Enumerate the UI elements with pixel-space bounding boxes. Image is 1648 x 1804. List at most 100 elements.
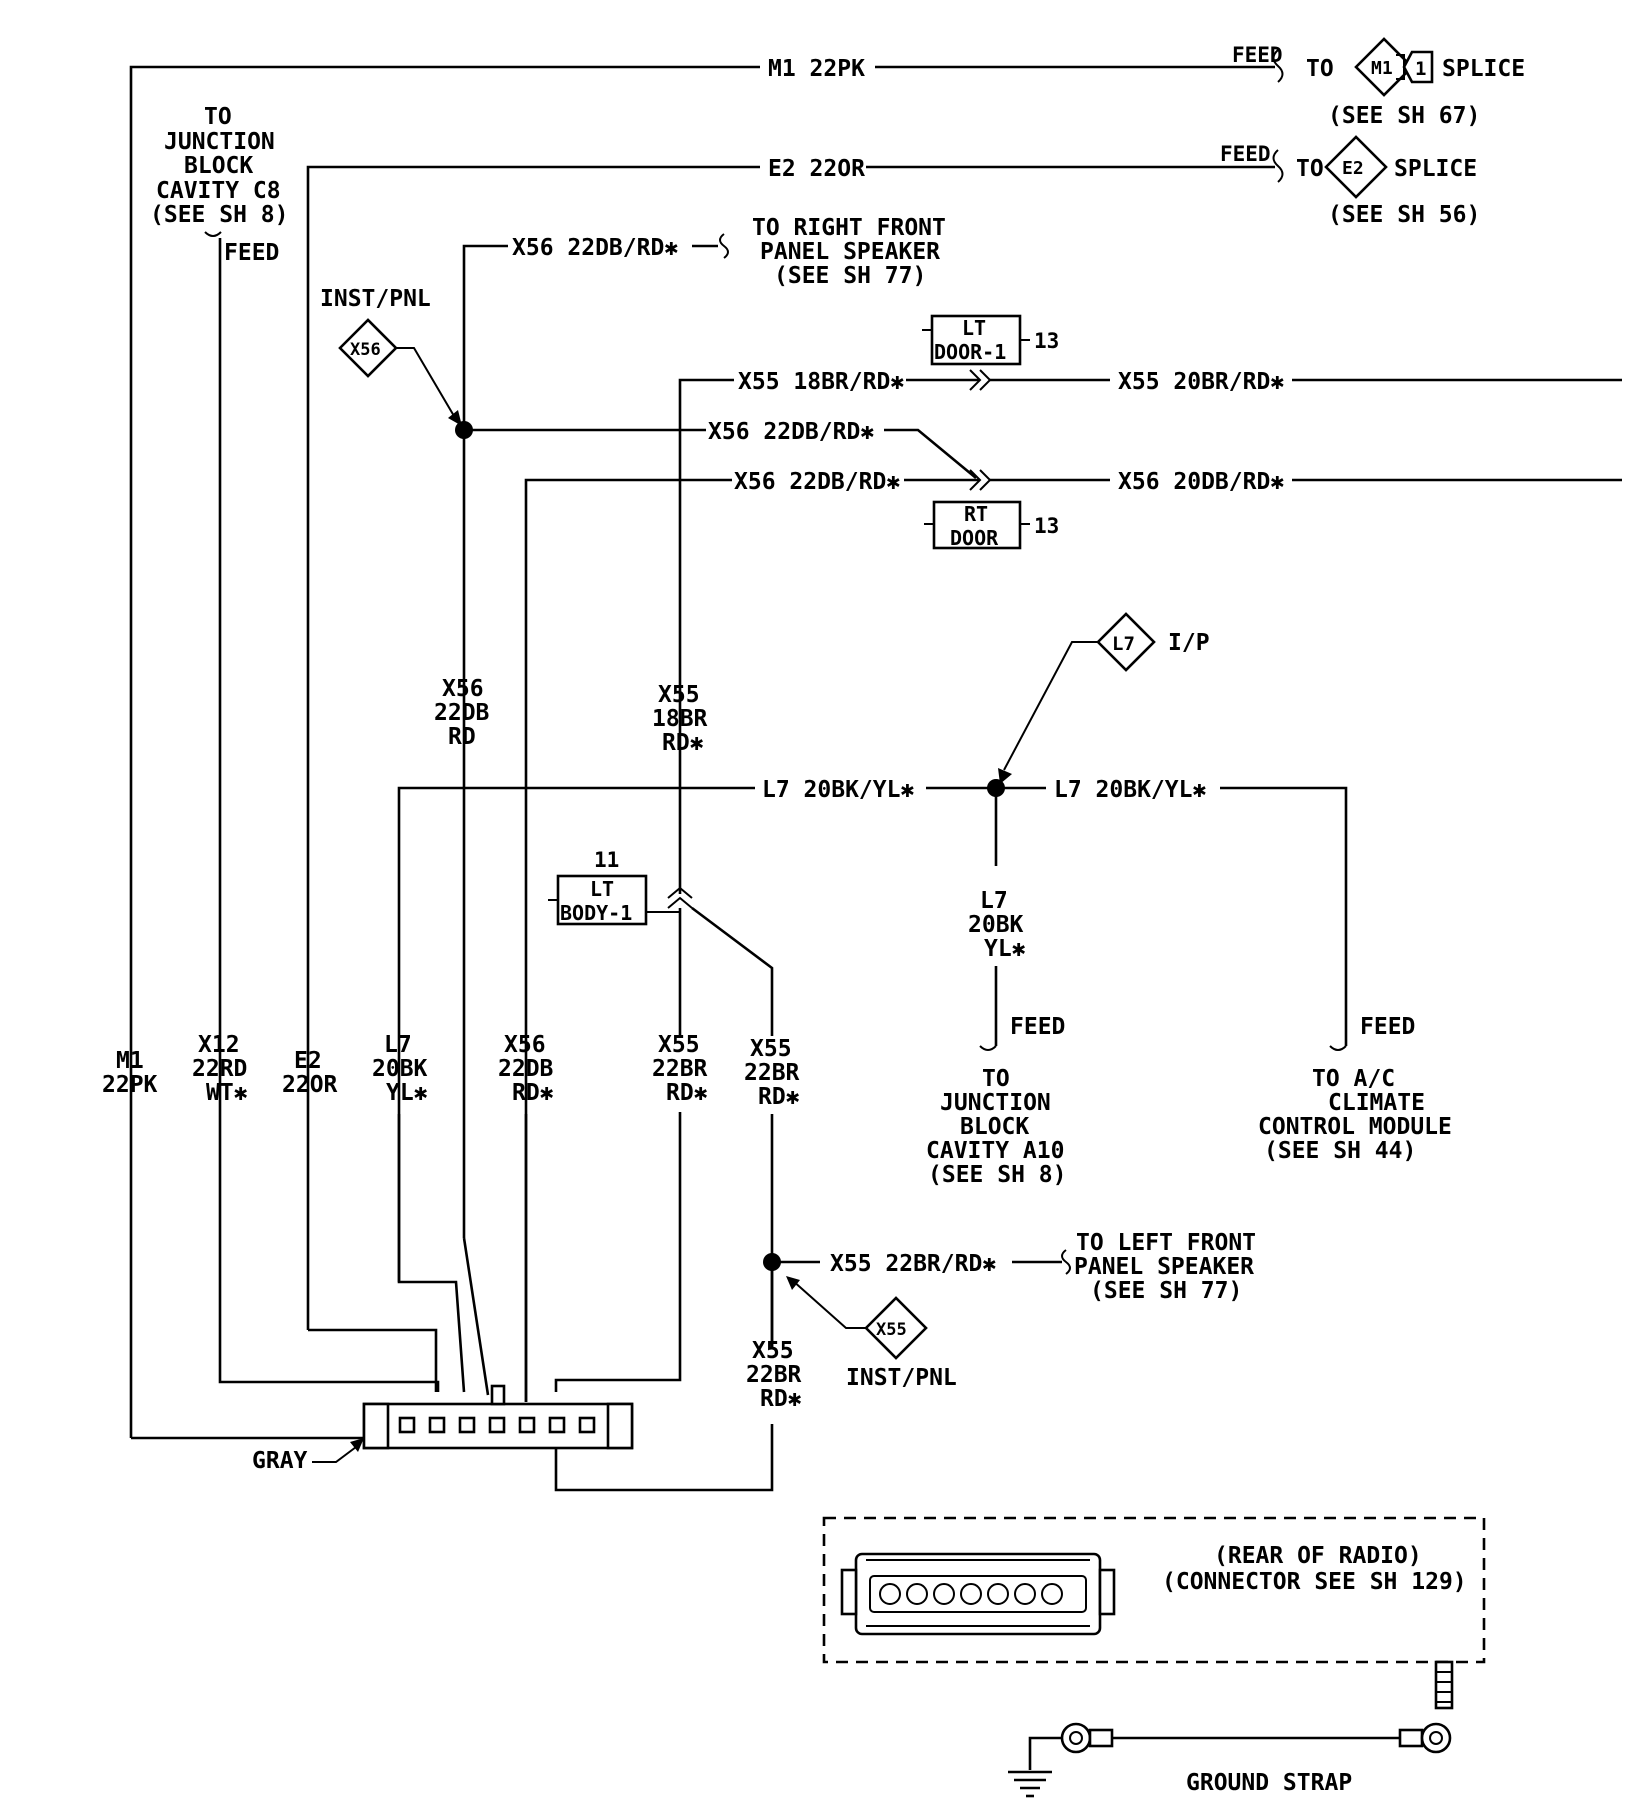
l7-right-wire-label: L7 20BK/YL✱	[1054, 777, 1206, 803]
svg-text:22PK: 22PK	[102, 1072, 158, 1098]
x55-18-wire: X55 18BR/RD✱ X55 20BR/RD✱	[678, 369, 1622, 702]
svg-text:YL✱: YL✱	[386, 1080, 428, 1106]
rt-door-connector: RT DOOR 13	[924, 500, 1059, 550]
x12-feed-label: FEED	[224, 240, 279, 266]
svg-text:TO: TO	[982, 1066, 1010, 1092]
x56-22b-wire-label: X56 22DB/RD✱	[734, 469, 900, 495]
svg-text:22DB: 22DB	[434, 700, 490, 726]
svg-text:BODY-1: BODY-1	[560, 901, 632, 925]
m1-feed: FEED TO M1 1 SPLICE (SEE SH 67)	[1232, 37, 1525, 129]
svg-text:RT: RT	[964, 502, 988, 526]
a10-feed-label: FEED	[1010, 1014, 1065, 1040]
x55a-bottom-run	[554, 1112, 682, 1392]
svg-text:DOOR-1: DOOR-1	[934, 340, 1006, 364]
e2-bottom-run	[308, 1328, 438, 1392]
l7-bottom-label: L7 20BK YL✱	[372, 1032, 428, 1106]
lt-door-connector: LT DOOR-1 13	[922, 314, 1059, 366]
x12-bottom-label: X12 22RD WT✱	[192, 1032, 248, 1106]
svg-text:TO RIGHT FRONT: TO RIGHT FRONT	[752, 215, 946, 241]
x56-bottom-label: X56 22DB RD✱	[498, 1032, 554, 1106]
inst-pnl-bottom-label: INST/PNL	[846, 1365, 957, 1391]
svg-text:CONTROL MODULE: CONTROL MODULE	[1258, 1114, 1452, 1140]
svg-text:PANEL SPEAKER: PANEL SPEAKER	[1074, 1254, 1254, 1280]
svg-text:BLOCK: BLOCK	[184, 153, 253, 179]
x12-wire	[218, 238, 440, 1392]
svg-text:X56: X56	[504, 1032, 546, 1058]
svg-text:X55: X55	[752, 1338, 794, 1364]
radio-connector-plug	[131, 1384, 634, 1450]
m1-to-label: TO	[1306, 56, 1334, 82]
l7-ip-label: I/P	[1168, 630, 1210, 656]
l7-down-label: L7 20BK YL✱	[968, 888, 1026, 962]
svg-text:RD✱: RD✱	[512, 1080, 554, 1106]
svg-text:YL✱: YL✱	[984, 936, 1026, 962]
junction-c8-note: TO JUNCTION BLOCK CAVITY C8 (SEE SH 8) F…	[150, 104, 288, 266]
e2-to-label: TO	[1296, 156, 1324, 182]
e2-feed: FEED TO E2 SPLICE (SEE SH 56)	[1220, 135, 1480, 228]
rt-door-number: 13	[1034, 514, 1059, 538]
svg-text:TO: TO	[204, 104, 232, 130]
x55-tag-diamond	[864, 1296, 928, 1360]
x56-22-wire-a: X56 22DB/RD✱	[464, 419, 977, 480]
svg-text:(SEE SH 44): (SEE SH 44)	[1264, 1138, 1416, 1164]
x56-speaker-wire-label: X56 22DB/RD✱	[512, 235, 678, 261]
x55-tag-text: X55	[876, 1320, 907, 1340]
svg-text:20BK: 20BK	[372, 1056, 428, 1082]
left-front-speaker: X55 22BR/RD✱ TO LEFT FRONT PANEL SPEAKER…	[772, 1230, 1256, 1304]
svg-text:X55: X55	[658, 1032, 700, 1058]
l7-horizontal-wire: L7 20BK/YL✱ L7 20BK/YL✱	[397, 777, 1348, 1282]
junction-a10-note: TO JUNCTION BLOCK CAVITY A10 (SEE SH 8)	[926, 1066, 1066, 1188]
svg-text:BLOCK: BLOCK	[960, 1114, 1029, 1140]
e2-splice-tag: E2	[1342, 158, 1364, 179]
svg-text:JUNCTION: JUNCTION	[940, 1090, 1051, 1116]
x55-18-wire-label: X55 18BR/RD✱	[738, 369, 904, 395]
e2-bottom-label: E2 22OR	[282, 1048, 338, 1098]
svg-text:X56: X56	[442, 676, 484, 702]
m1-splice-label: SPLICE	[1442, 56, 1525, 82]
x56-vertical-wire	[462, 244, 508, 1396]
svg-text:M1: M1	[116, 1048, 144, 1074]
x56-22-wire-b: X56 22DB/RD✱ X56 20DB/RD✱	[524, 469, 1622, 1402]
ac-module-note: TO A/C CLIMATE CONTROL MODULE (SEE SH 44…	[1258, 1066, 1452, 1164]
ground-strap-label: GROUND STRAP	[1186, 1770, 1352, 1796]
e2-splice-diamond	[1324, 135, 1388, 199]
svg-text:22BR: 22BR	[744, 1060, 800, 1086]
l7-bottom-run	[397, 1114, 466, 1393]
svg-text:TO A/C: TO A/C	[1312, 1066, 1395, 1092]
e2-splice-sheet: (SEE SH 56)	[1328, 202, 1480, 228]
x55c-bottom-label: X55 22BR RD✱	[746, 1338, 802, 1412]
m1-splice-flag	[1402, 50, 1434, 84]
svg-text:DOOR: DOOR	[950, 526, 999, 550]
svg-text:LT: LT	[590, 877, 614, 901]
svg-text:(SEE SH 77): (SEE SH 77)	[774, 263, 926, 289]
svg-text:(CONNECTOR SEE SH 129): (CONNECTOR SEE SH 129)	[1162, 1569, 1467, 1595]
svg-text:20BK: 20BK	[968, 912, 1024, 938]
svg-text:RD: RD	[448, 724, 476, 750]
e2-feed-label: FEED	[1220, 142, 1271, 166]
svg-text:WT✱: WT✱	[206, 1080, 248, 1106]
svg-text:(SEE SH 8): (SEE SH 8)	[150, 202, 288, 228]
lt-door-number: 13	[1034, 329, 1059, 353]
right-front-speaker: X56 22DB/RD✱ TO RIGHT FRONT PANEL SPEAKE…	[512, 215, 946, 289]
svg-text:PANEL SPEAKER: PANEL SPEAKER	[760, 239, 940, 265]
x55-20-wire-label: X55 20BR/RD✱	[1118, 369, 1284, 395]
l7-ip-tag: L7 I/P	[998, 612, 1210, 784]
l7-tag-text: L7	[1112, 633, 1135, 655]
svg-text:(REAR OF RADIO): (REAR OF RADIO)	[1214, 1543, 1422, 1569]
svg-text:RD✱: RD✱	[760, 1386, 802, 1412]
svg-text:RD✱: RD✱	[758, 1084, 800, 1110]
svg-text:CLIMATE: CLIMATE	[1328, 1090, 1425, 1116]
svg-text:(SEE SH 77): (SEE SH 77)	[1090, 1278, 1242, 1304]
lt-body-connector: 11 LT BODY-1	[548, 848, 680, 926]
svg-text:JUNCTION: JUNCTION	[164, 129, 275, 155]
inst-pnl-x55: X55 INST/PNL	[786, 1276, 957, 1391]
svg-text:LT: LT	[962, 316, 986, 340]
svg-text:22DB: 22DB	[498, 1056, 554, 1082]
l7-tag-diamond	[1096, 612, 1156, 672]
svg-text:L7: L7	[980, 888, 1008, 914]
m1-splice-tag: M1	[1371, 58, 1393, 79]
svg-text:RD✱: RD✱	[666, 1080, 708, 1106]
x56-22a-wire-label: X56 22DB/RD✱	[708, 419, 874, 445]
m1-bottom-label: M1 22PK	[102, 1048, 158, 1098]
